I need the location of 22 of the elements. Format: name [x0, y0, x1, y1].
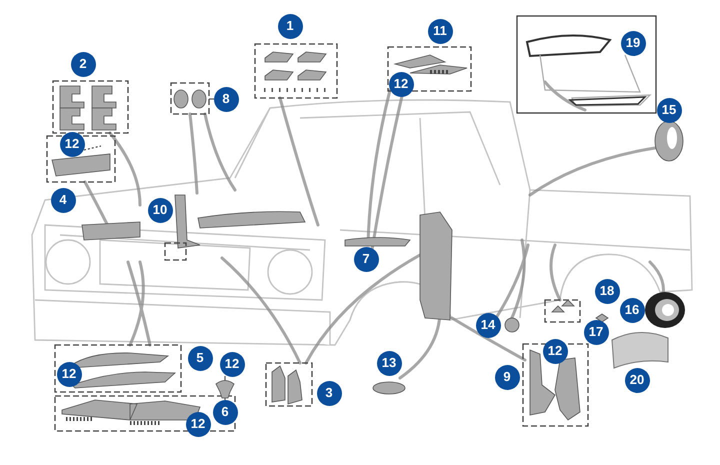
callout-number: 4: [50, 188, 76, 212]
callout-number: 20: [624, 368, 650, 392]
callout-number: 14: [476, 312, 500, 338]
callout-number: 19: [620, 30, 646, 56]
callout-number: 6: [212, 400, 238, 424]
callout-number: 8: [214, 86, 238, 112]
callout-number: 12: [56, 362, 82, 386]
callout-number: 17: [584, 320, 608, 344]
callout-number: 16: [620, 298, 644, 322]
callout-number: 5: [188, 346, 212, 370]
callout-number: 13: [376, 350, 402, 376]
callout-number: 15: [656, 98, 682, 122]
callout-number: 12: [60, 132, 84, 156]
callout-number: 12: [388, 72, 414, 96]
callout-number: 3: [316, 380, 342, 406]
callout-number: 9: [494, 364, 520, 390]
callout-number: 12: [220, 352, 244, 376]
callout-number: 1: [278, 14, 302, 38]
callout-number: 12: [542, 338, 568, 364]
callout-number: 2: [70, 52, 96, 76]
callout-number: 12: [186, 412, 210, 436]
callout-number: 11: [428, 18, 452, 44]
